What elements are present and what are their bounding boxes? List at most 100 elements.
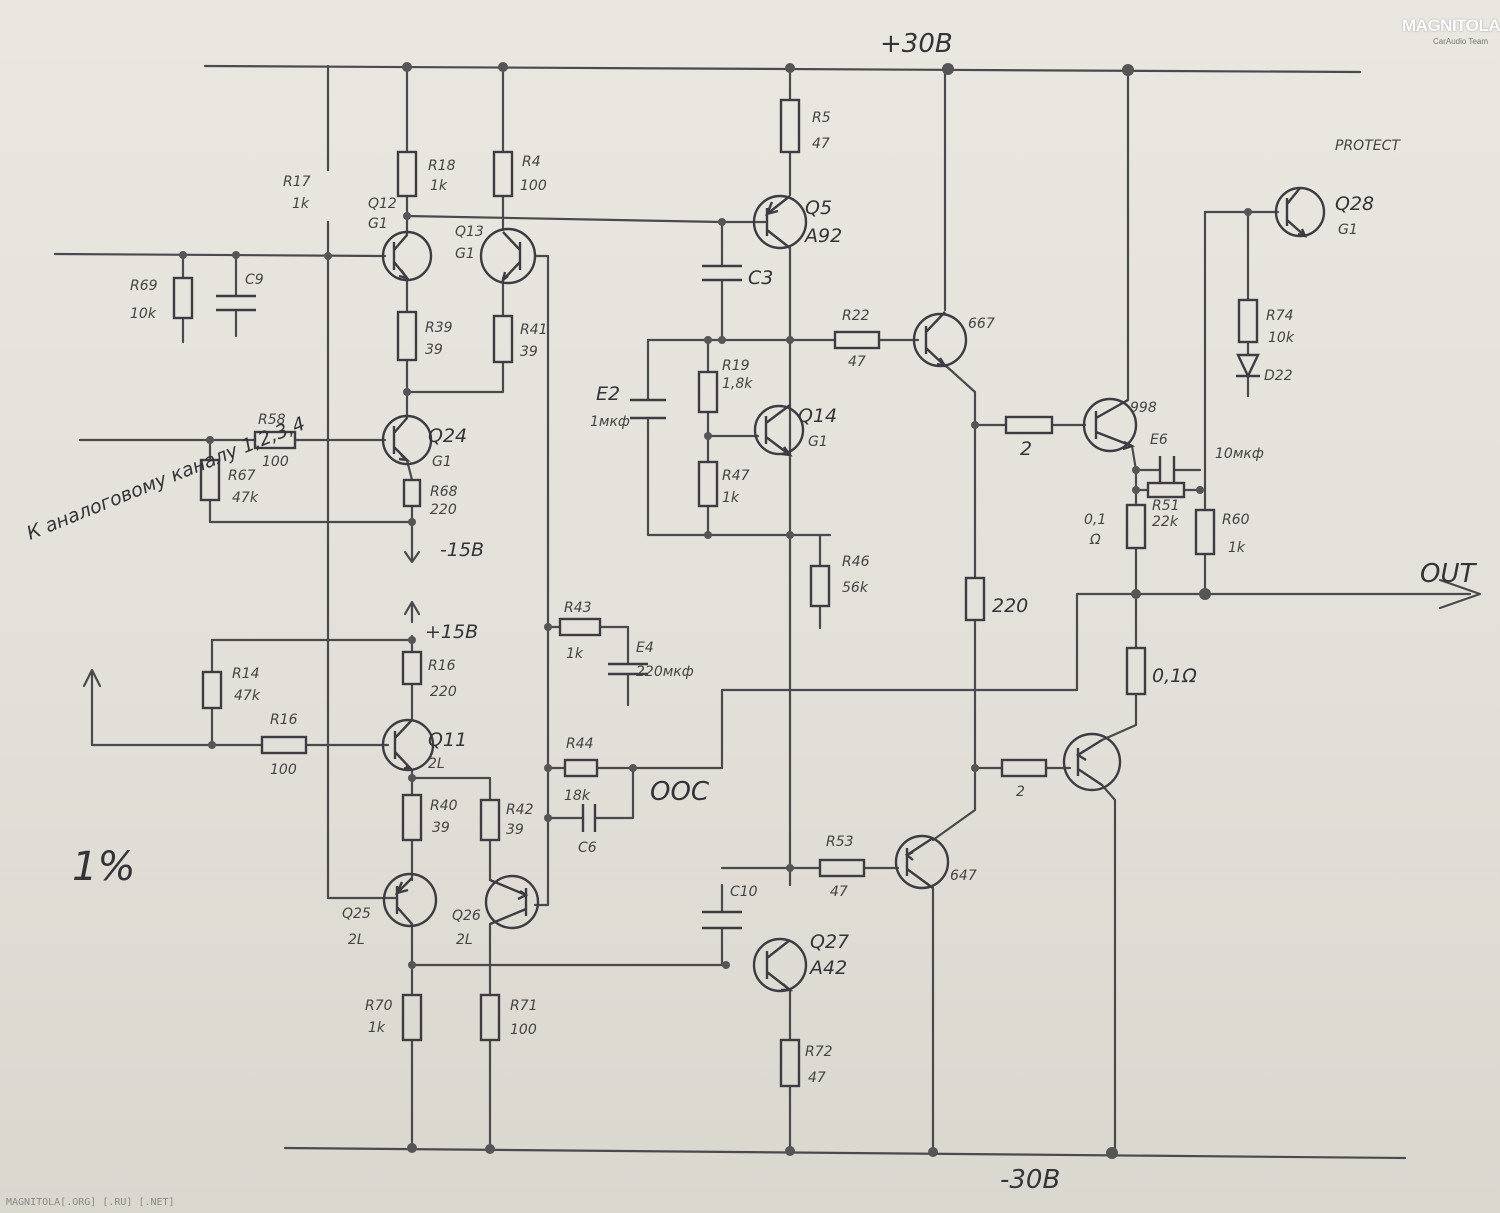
label-q27: Q27 xyxy=(810,931,849,953)
label-r58: R58 xyxy=(258,412,286,428)
transistors xyxy=(381,186,1326,993)
label-r17: R17 xyxy=(283,174,311,190)
label-r71-value: 100 xyxy=(510,1022,537,1038)
label-protect: PROTECT xyxy=(1335,138,1401,154)
label-r16-upper: R16 xyxy=(428,658,456,674)
label-r43: R43 xyxy=(564,600,592,616)
label-r58-value: 100 xyxy=(262,454,289,470)
label-r18: R18 xyxy=(428,158,456,174)
junction-nodes xyxy=(179,62,1252,1159)
label-r72-value: 47 xyxy=(808,1070,826,1086)
label-r41: R41 xyxy=(520,322,548,338)
label-r46-value: 56k xyxy=(842,580,869,596)
label-q28: Q28 xyxy=(1335,193,1374,215)
label-r60-value: 1k xyxy=(1228,540,1246,556)
label-q27-type: A42 xyxy=(808,957,847,979)
transistor-667 xyxy=(912,311,968,368)
label-re1-value: 0,1 xyxy=(1084,512,1106,528)
label-r40: R40 xyxy=(430,798,458,814)
label-q14: Q14 xyxy=(798,405,837,427)
label-corner-mark: 1% xyxy=(72,844,135,890)
label-q14-type: G1 xyxy=(808,434,828,450)
label-r40-value: 39 xyxy=(432,820,450,836)
label-r47-value: 1k xyxy=(722,490,740,506)
label-r17-value: 1k xyxy=(292,196,310,212)
label-e2-value: 1мкф xyxy=(590,414,630,430)
label-r5: R5 xyxy=(812,110,831,126)
label-r68: R68 xyxy=(430,484,458,500)
label-r70-value: 1k xyxy=(368,1020,386,1036)
label-r19-value: 1,8k xyxy=(722,376,753,392)
label-r47: R47 xyxy=(722,468,750,484)
label-q12: Q12 xyxy=(368,196,397,212)
transistor-lower-output xyxy=(1062,732,1122,792)
label-q26: Q26 xyxy=(452,908,481,924)
label-r67-value: 47k xyxy=(232,490,259,506)
label-r67: R67 xyxy=(228,468,256,484)
label-r69: R69 xyxy=(130,278,158,294)
label-e6-value: 10мкф xyxy=(1215,446,1264,462)
transistor-q11 xyxy=(381,718,435,772)
label-r16-lower: R16 xyxy=(270,712,298,728)
label-ooc: OOC xyxy=(650,777,710,807)
transistor-q24 xyxy=(381,414,433,466)
capacitors xyxy=(216,264,1176,930)
resistors xyxy=(172,98,1259,1088)
label-e4: E4 xyxy=(636,640,654,656)
label-q11-type: 2L xyxy=(428,756,445,772)
watermark-footer: MAGNITOLA[.ORG] [.RU] [.NET] xyxy=(6,1197,175,1208)
transistor-q13 xyxy=(479,227,537,285)
label-r68-value: 220 xyxy=(430,502,457,518)
label-r41-value: 39 xyxy=(520,344,538,360)
label-667: 667 xyxy=(968,316,995,332)
label-c9: C9 xyxy=(245,272,264,288)
label-q12-type: G1 xyxy=(368,216,388,232)
diode-d22 xyxy=(1236,353,1260,379)
transistor-q28 xyxy=(1274,186,1326,238)
label-minus-15v: -15В xyxy=(440,539,484,561)
label-q25-type: 2L xyxy=(348,932,365,948)
label-e6: E6 xyxy=(1150,432,1168,448)
label-re2-value: 0,1Ω xyxy=(1152,665,1197,687)
label-q5-type: A92 xyxy=(803,225,842,247)
label-q28-type: G1 xyxy=(1338,222,1358,238)
label-r71: R71 xyxy=(510,998,538,1014)
label-side-note: К аналоговому каналу 1,2,3,4 xyxy=(24,413,309,545)
label-r72: R72 xyxy=(805,1044,833,1060)
wiring xyxy=(53,64,1482,1152)
label-r74-value: 10k xyxy=(1268,330,1295,346)
label-r42-value: 39 xyxy=(506,822,524,838)
label-r44: R44 xyxy=(566,736,594,752)
label-plus-30v: +30В xyxy=(880,29,953,59)
label-q13: Q13 xyxy=(455,224,484,240)
label-e2: E2 xyxy=(596,383,620,405)
magnitola-logo: MAGNITOLA CarAudio Team xyxy=(1402,16,1500,52)
transistor-q12 xyxy=(381,230,433,282)
transistor-q26 xyxy=(484,874,540,930)
label-r53: R53 xyxy=(826,834,854,850)
label-998: 998 xyxy=(1130,400,1157,416)
label-r70: R70 xyxy=(365,998,393,1014)
label-r14-value: 47k xyxy=(234,688,261,704)
label-r220: 220 xyxy=(992,595,1028,617)
label-c10: C10 xyxy=(730,884,758,900)
label-q13-type: G1 xyxy=(455,246,475,262)
label-r5-value: 47 xyxy=(812,136,830,152)
transistor-q5 xyxy=(752,194,808,250)
label-r2-upper: 2 xyxy=(1020,438,1032,460)
label-d22: D22 xyxy=(1264,368,1293,384)
label-r14: R14 xyxy=(232,666,260,682)
label-r53-value: 47 xyxy=(830,884,848,900)
label-r22-value: 47 xyxy=(848,354,866,370)
label-r46: R46 xyxy=(842,554,870,570)
label-r16-lower-value: 100 xyxy=(270,762,297,778)
label-q24-type: G1 xyxy=(432,454,452,470)
label-r19: R19 xyxy=(722,358,750,374)
transistor-q27 xyxy=(752,937,808,993)
label-q26-type: 2L xyxy=(456,932,473,948)
transistor-q14 xyxy=(753,404,805,457)
label-q5: Q5 xyxy=(805,197,832,219)
supply-rails xyxy=(203,64,1407,1160)
label-q24: Q24 xyxy=(428,425,467,447)
